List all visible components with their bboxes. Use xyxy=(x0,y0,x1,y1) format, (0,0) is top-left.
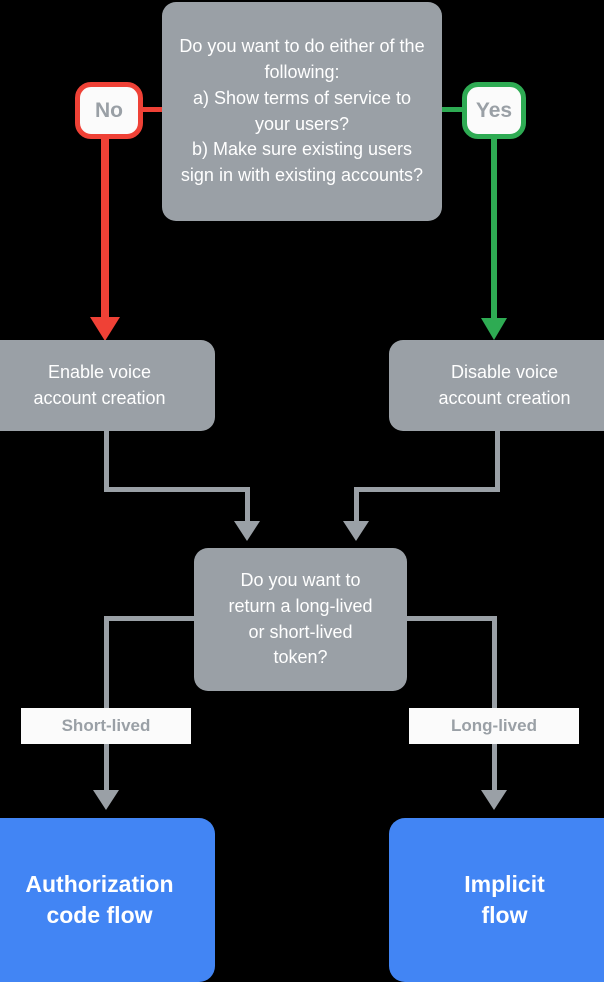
edge-short-lived-arrowhead xyxy=(93,790,119,810)
edge-yes-vertical xyxy=(491,133,497,332)
edge-enable-arrowhead xyxy=(234,521,260,541)
badge-no-label: No xyxy=(95,98,123,122)
edge-label-short-lived: Short-lived xyxy=(21,708,191,744)
terminal-node-authorization-code-flow-label: Authorization code flow xyxy=(25,871,174,928)
badge-yes[interactable]: Yes xyxy=(462,82,526,139)
edge-disable-drop xyxy=(354,487,359,523)
edge-yes-stub-to-decision xyxy=(438,107,466,112)
decision-node-token-lifetime: Do you want to return a long-lived or sh… xyxy=(194,548,407,691)
edge-enable-down xyxy=(104,431,109,490)
badge-yes-label: Yes xyxy=(475,98,513,122)
action-node-enable-voice: Enable voice account creation xyxy=(0,340,215,431)
edge-enable-drop xyxy=(245,487,250,523)
edge-disable-horizontal xyxy=(354,487,500,492)
terminal-node-implicit-flow: Implicit flow xyxy=(389,818,604,982)
terminal-node-authorization-code-flow: Authorization code flow xyxy=(0,818,215,982)
edge-no-arrowhead xyxy=(90,317,120,341)
action-node-disable-voice: Disable voice account creation xyxy=(389,340,604,431)
action-node-disable-voice-label: Disable voice account creation xyxy=(438,361,571,408)
edge-short-lived-horizontal xyxy=(104,616,222,621)
decision-node-account-linking: Do you want to do either of the followin… xyxy=(162,2,442,221)
edge-disable-arrowhead xyxy=(343,521,369,541)
edge-label-long-lived-text: Long-lived xyxy=(451,716,537,735)
action-node-enable-voice-label: Enable voice account creation xyxy=(33,361,166,408)
decision-node-token-lifetime-label: Do you want to return a long-lived or sh… xyxy=(228,569,373,668)
terminal-node-implicit-flow-label: Implicit flow xyxy=(464,871,545,928)
edge-label-short-lived-text: Short-lived xyxy=(61,716,151,735)
edge-long-lived-arrowhead xyxy=(481,790,507,810)
badge-no[interactable]: No xyxy=(75,82,143,139)
edge-short-lived-vertical xyxy=(104,616,109,793)
edge-long-lived-vertical xyxy=(492,616,497,793)
edge-label-long-lived: Long-lived xyxy=(409,708,579,744)
edge-no-stub-to-decision xyxy=(140,107,166,112)
edge-long-lived-horizontal xyxy=(380,616,497,621)
edge-disable-down xyxy=(495,431,500,490)
decision-node-account-linking-label: Do you want to do either of the followin… xyxy=(179,35,425,186)
edge-no-vertical xyxy=(101,133,109,330)
edge-enable-horizontal xyxy=(104,487,250,492)
edge-yes-arrowhead xyxy=(481,318,507,340)
